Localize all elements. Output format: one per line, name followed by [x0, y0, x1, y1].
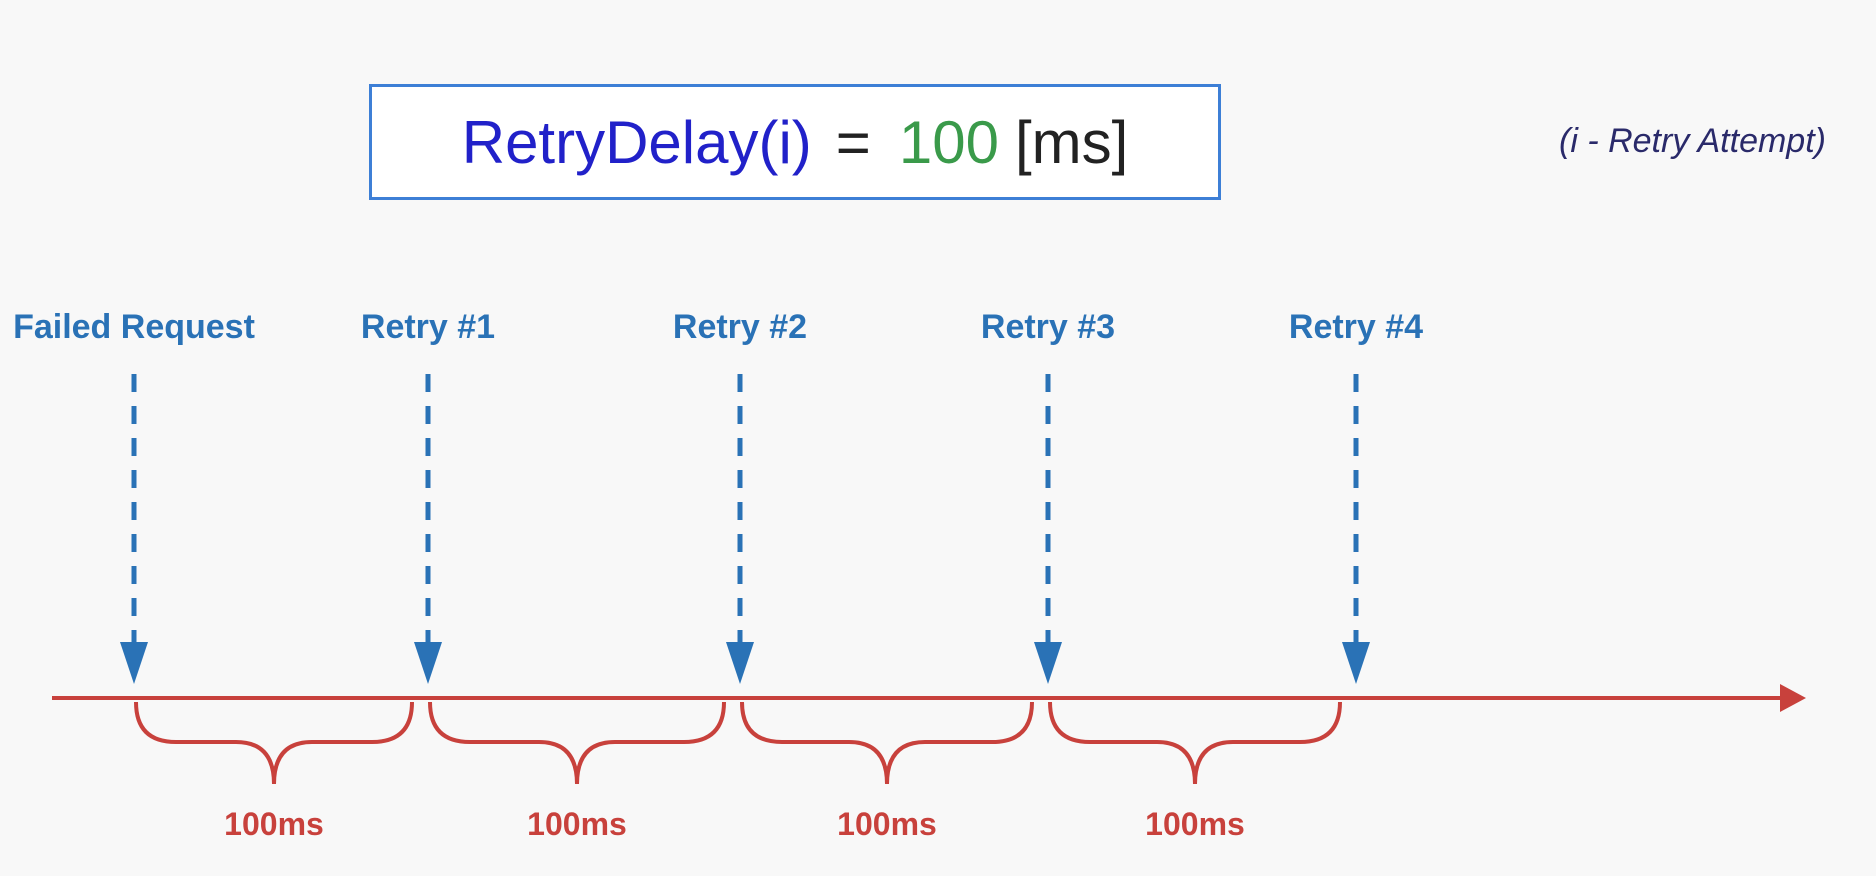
interval-label-3: 100ms: [1145, 806, 1245, 842]
interval-brace-0: [134, 701, 414, 785]
event-arrow-head-4: [1342, 642, 1370, 684]
event-arrow-head-2: [726, 642, 754, 684]
event-label-0: Failed Request: [13, 308, 255, 346]
interval-brace-2: [740, 701, 1034, 785]
interval-brace-3: [1048, 701, 1342, 785]
event-label-3: Retry #3: [980, 308, 1116, 346]
event-arrow-head-0: [120, 642, 148, 684]
interval-label-0: 100ms: [224, 806, 324, 842]
formula-value: 100: [898, 108, 999, 176]
formula-lhs: RetryDelay(i): [461, 108, 812, 176]
interval-label-1: 100ms: [527, 806, 627, 842]
event-arrow-head-1: [414, 642, 442, 684]
timeline-arrowhead: [1780, 684, 1806, 712]
formula-note: (i - Retry Attempt): [1559, 122, 1826, 160]
interval-brace-1: [428, 701, 726, 785]
event-label-2: Retry #2: [672, 308, 808, 346]
formula-equals: =: [835, 108, 871, 176]
event-label-4: Retry #4: [1288, 308, 1424, 346]
interval-label-2: 100ms: [837, 806, 937, 842]
formula-box: RetryDelay(i) = 100 [ms]: [369, 84, 1221, 200]
formula-unit: [ms]: [1014, 108, 1129, 176]
event-label-1: Retry #1: [360, 308, 496, 346]
event-arrow-head-3: [1034, 642, 1062, 684]
